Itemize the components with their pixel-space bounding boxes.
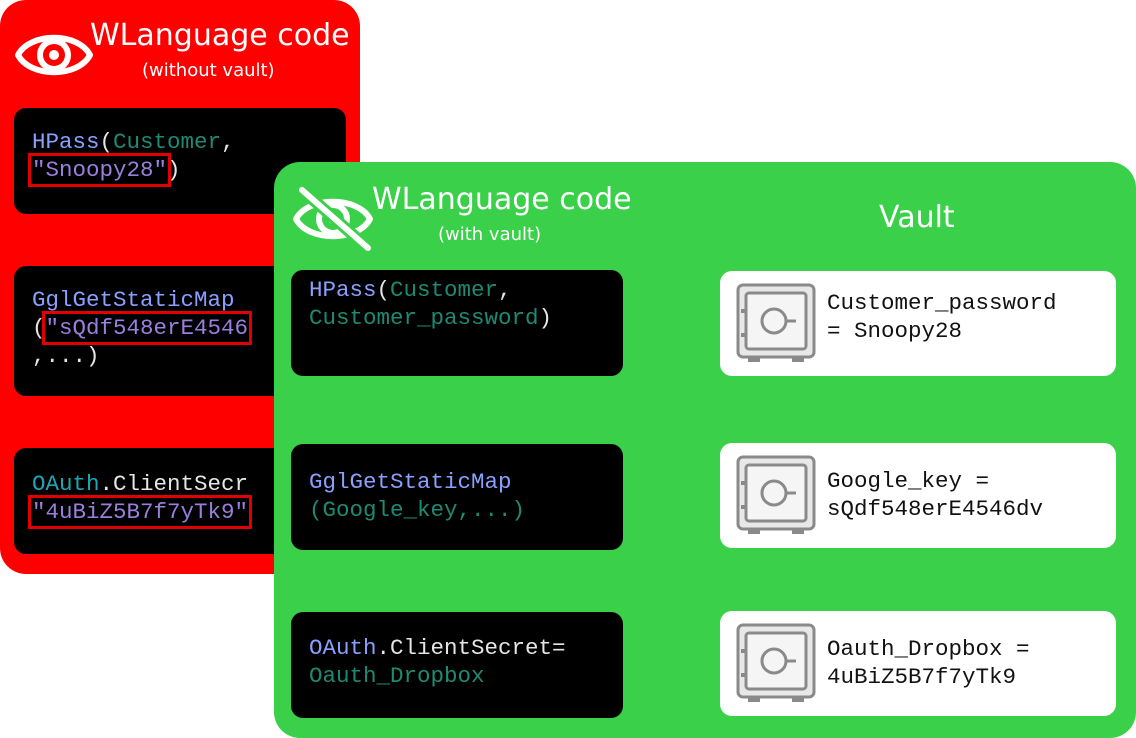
highlighted-password-literal: "Snoopy28" <box>27 153 172 187</box>
with-vault-panel: WLanguage code (with vault) Vault HPass(… <box>274 162 1136 738</box>
vault-entry-value: = Snoopy28 <box>827 318 963 344</box>
code-snippet-hpass-vault: HPass(Customer, Customer_password) <box>291 270 623 376</box>
highlighted-secret-literal: "4uBiZ5B7f7yTk9" <box>27 495 253 529</box>
safe-icon <box>736 623 816 702</box>
with-vault-title: WLanguage code <box>372 182 632 217</box>
code-token: .ClientSecr <box>99 471 249 497</box>
code-token: Customer <box>113 129 222 155</box>
code-token: GglGetStaticMap <box>32 287 235 313</box>
code-token: ,...) <box>32 343 100 369</box>
vault-entry: Google_key = sQdf548erE4546dv <box>720 443 1116 548</box>
safe-icon <box>736 283 816 362</box>
code-token: GglGetStaticMap <box>309 469 512 495</box>
highlighted-api-key-literal: "sQdf548erE4546 <box>41 311 253 345</box>
code-token: ) <box>538 305 553 331</box>
vault-entry-name: Google_key = <box>827 468 990 494</box>
code-snippet-map-vault: GglGetStaticMap (Google_key,...) <box>291 444 623 550</box>
vault-title: Vault <box>879 200 955 235</box>
without-vault-title: WLanguage code <box>90 18 350 53</box>
code-token: ( <box>32 315 46 341</box>
vault-reference: Customer_password <box>309 305 539 331</box>
vault-reference: Google_key <box>322 497 458 523</box>
eye-slash-icon <box>293 186 373 252</box>
code-token: , <box>221 129 235 155</box>
code-token: ,...) <box>457 497 526 523</box>
vault-entry-name: Customer_password <box>827 290 1057 316</box>
vault-entry: Customer_password = Snoopy28 <box>720 271 1116 376</box>
code-snippet-hpass-plain: HPass(Customer, "Snoopy28") <box>14 108 346 214</box>
vault-entry-value: sQdf548erE4546dv <box>827 496 1044 522</box>
code-token: , <box>498 277 512 303</box>
code-token: ) <box>167 157 181 183</box>
vault-reference: Oauth_Dropbox <box>309 663 485 689</box>
safe-icon <box>736 455 816 534</box>
code-token: OAuth <box>32 471 100 497</box>
code-token: .ClientSecret= <box>376 635 566 661</box>
code-token: HPass <box>32 129 100 155</box>
code-snippet-oauth-vault: OAuth.ClientSecret= Oauth_Dropbox <box>291 612 623 718</box>
code-token: ( <box>309 497 323 523</box>
code-token: HPass <box>309 277 377 303</box>
vault-entry-value: 4uBiZ5B7f7yTk9 <box>827 664 1017 690</box>
vault-entry: Oauth_Dropbox = 4uBiZ5B7f7yTk9 <box>720 611 1116 716</box>
code-token: OAuth <box>309 635 377 661</box>
vault-entry-name: Oauth_Dropbox = <box>827 636 1030 662</box>
eye-icon <box>15 34 93 76</box>
with-vault-subtitle: (with vault) <box>438 224 542 245</box>
without-vault-subtitle: (without vault) <box>142 60 275 81</box>
code-token: ( <box>376 277 391 303</box>
code-token: ( <box>99 129 114 155</box>
code-token: Customer <box>390 277 499 303</box>
